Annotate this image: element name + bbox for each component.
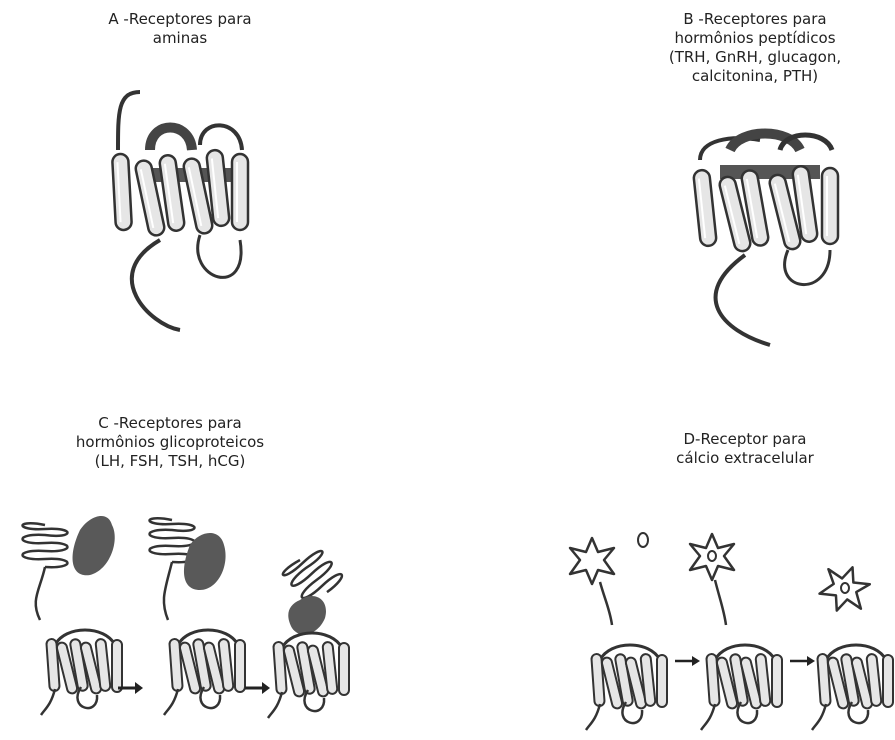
hormone-ligand-2 [184, 533, 226, 590]
arrow-c2 [245, 682, 270, 694]
arrow-d2 [790, 656, 815, 666]
calcium-ion-2 [708, 551, 716, 561]
panel-d-state-1 [570, 533, 667, 730]
panel-c-state-2 [150, 518, 246, 715]
panel-a-receptor [112, 92, 248, 330]
panel-c-state-3 [268, 544, 349, 718]
hormone-ligand-3 [288, 596, 326, 635]
panel-d-state-3 [812, 560, 893, 730]
hormone-ligand-1 [73, 516, 115, 575]
panel-b-receptor [693, 134, 838, 346]
calcium-ion-1 [638, 533, 648, 547]
panel-d-state-2 [690, 534, 782, 730]
panel-c-state-1 [23, 516, 123, 715]
calcium-ion-3 [841, 583, 849, 593]
arrow-d1 [675, 656, 700, 666]
